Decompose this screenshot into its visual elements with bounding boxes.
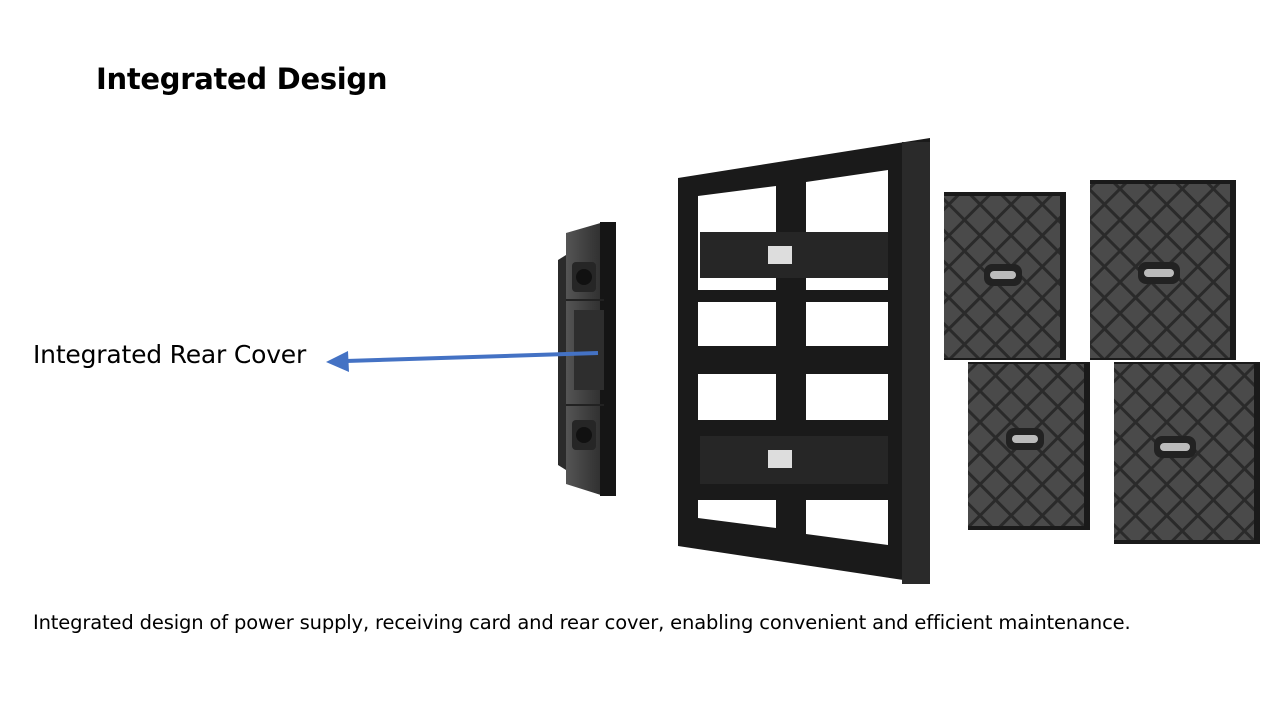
slide-title: Integrated Design: [96, 62, 388, 96]
caption-text: Integrated design of power supply, recei…: [33, 611, 1131, 634]
callout-label: Integrated Rear Cover: [33, 340, 307, 369]
rear-cover-part: [558, 222, 616, 496]
led-module-bottom-left: [968, 362, 1090, 530]
callout-arrow: [326, 351, 599, 372]
led-module-bottom-right: [1114, 362, 1260, 544]
cabinet-frame-part: [678, 138, 930, 584]
led-module-top-right: [1090, 180, 1236, 360]
led-module-top-left: [944, 192, 1066, 360]
